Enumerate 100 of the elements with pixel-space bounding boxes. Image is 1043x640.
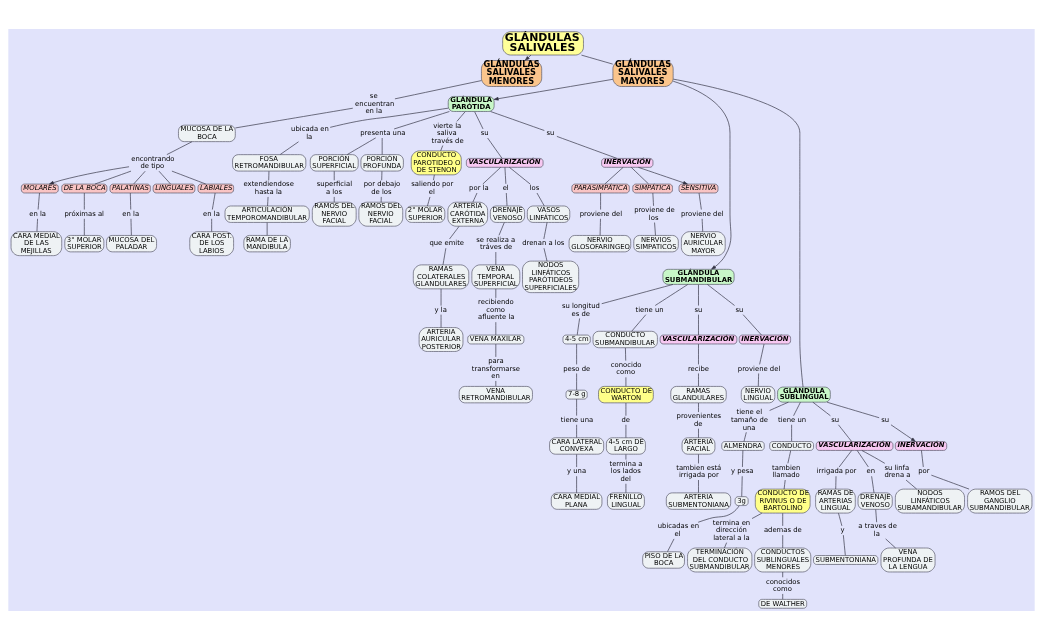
connector xyxy=(268,170,270,181)
connector xyxy=(698,479,699,494)
connector xyxy=(133,170,146,185)
connector xyxy=(509,167,531,185)
connector xyxy=(791,424,792,442)
connector xyxy=(741,475,743,497)
connector xyxy=(838,424,852,442)
connector xyxy=(380,196,382,203)
node-box: GLÁNDULAS SALIVALES MAYORES xyxy=(612,60,674,87)
connector xyxy=(698,284,699,306)
connector xyxy=(440,145,444,152)
arrow xyxy=(493,78,614,101)
connector xyxy=(707,284,735,306)
arrow xyxy=(890,424,916,442)
arrow xyxy=(672,80,732,270)
connector xyxy=(782,512,784,527)
connector xyxy=(449,226,460,240)
connector xyxy=(625,377,627,387)
connector xyxy=(861,450,886,464)
connector xyxy=(171,170,207,185)
connector xyxy=(556,136,618,159)
connector xyxy=(698,454,699,464)
connector xyxy=(576,398,577,416)
connector xyxy=(329,107,449,128)
connector xyxy=(698,343,699,365)
connector xyxy=(698,373,699,387)
connector xyxy=(487,137,503,159)
connector xyxy=(751,512,763,519)
connector xyxy=(625,424,627,438)
connector xyxy=(757,373,759,387)
connector xyxy=(576,318,580,336)
connector xyxy=(782,593,784,600)
connector xyxy=(235,107,354,129)
connector xyxy=(36,218,38,232)
connector xyxy=(652,192,654,207)
connector xyxy=(279,141,299,155)
connector xyxy=(498,222,505,236)
connector xyxy=(576,454,577,468)
connector xyxy=(94,170,132,185)
connector xyxy=(599,218,601,236)
connector xyxy=(474,111,484,130)
connector xyxy=(701,218,704,232)
connector xyxy=(782,571,784,578)
connector xyxy=(543,222,548,240)
connector xyxy=(433,174,435,181)
connector xyxy=(394,80,482,100)
connector xyxy=(838,512,843,527)
connector xyxy=(625,483,627,494)
connector xyxy=(158,170,171,185)
connector xyxy=(576,373,577,391)
connector xyxy=(576,343,577,365)
connector xyxy=(856,450,869,468)
connector xyxy=(600,192,601,210)
connector xyxy=(667,538,675,552)
connector xyxy=(783,479,786,490)
connector xyxy=(905,479,917,490)
connector xyxy=(166,141,193,155)
connector xyxy=(536,192,545,207)
connector xyxy=(267,196,269,207)
arrow xyxy=(49,166,130,185)
connector xyxy=(581,54,613,65)
connector xyxy=(381,137,383,155)
connector xyxy=(743,431,747,442)
connector xyxy=(759,343,765,365)
connector xyxy=(697,505,740,523)
connector xyxy=(495,343,497,358)
connector xyxy=(472,192,478,203)
connector xyxy=(742,450,744,468)
connector xyxy=(921,450,924,468)
connector xyxy=(129,192,132,210)
node-box: GLÁNDULAS SALIVALES MENORES xyxy=(481,60,543,87)
connector xyxy=(698,428,699,439)
connector xyxy=(625,402,627,417)
connector xyxy=(931,474,970,490)
connector xyxy=(130,218,132,236)
connector xyxy=(835,475,837,490)
connector xyxy=(381,170,383,181)
connector xyxy=(440,314,442,328)
connector xyxy=(83,218,85,236)
connector xyxy=(826,401,880,419)
connector xyxy=(769,401,789,411)
connector xyxy=(782,534,784,549)
connector xyxy=(742,314,762,336)
connector xyxy=(333,170,335,181)
connector xyxy=(83,192,85,210)
connector xyxy=(871,475,875,494)
connector xyxy=(442,247,447,266)
connector xyxy=(812,401,831,417)
connector xyxy=(654,222,656,236)
connector xyxy=(211,218,212,232)
connector xyxy=(698,402,699,413)
connector xyxy=(37,192,40,210)
connector xyxy=(698,314,699,336)
connector xyxy=(625,454,627,460)
connector xyxy=(625,347,627,361)
connector xyxy=(724,542,727,549)
connector xyxy=(456,111,466,122)
connector xyxy=(838,450,853,468)
connector xyxy=(630,167,649,185)
connector xyxy=(212,192,216,210)
